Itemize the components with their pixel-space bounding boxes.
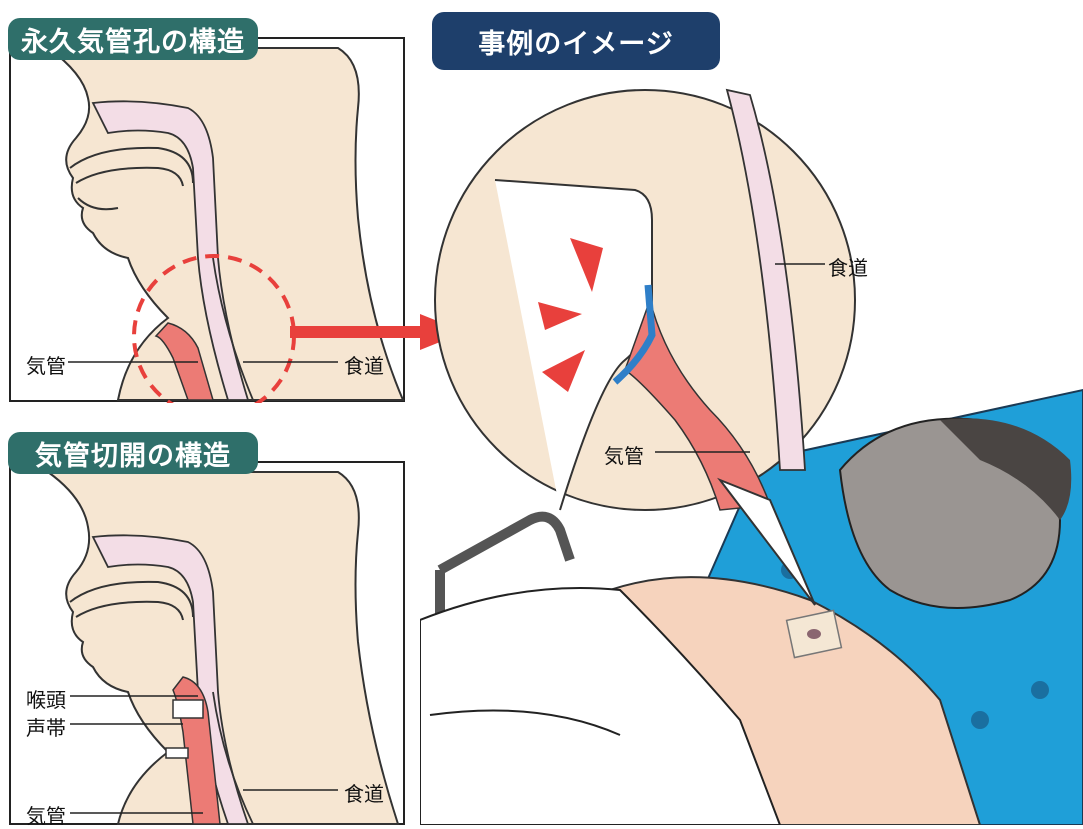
case-image-title: 事例のイメージ	[432, 12, 720, 70]
case-image-panel: 事例のイメージ 食道 気管	[420, 0, 1083, 825]
esophagus-label: 食道	[344, 350, 384, 379]
esophagus-label: 食道	[344, 778, 384, 807]
tracheostomy-illustration	[8, 432, 406, 825]
case-image-illustration	[420, 0, 1083, 825]
trachea-label: 気管	[26, 350, 66, 379]
vocal-cords-label: 声帯	[26, 712, 66, 741]
esophagus-label: 食道	[828, 252, 868, 281]
larynx-label: 喉頭	[26, 684, 66, 713]
tracheostomy-panel: 気管切開の構造 喉頭 声帯 食道 気管	[8, 432, 406, 825]
permanent-stoma-title: 永久気管孔の構造	[8, 18, 258, 60]
tracheostomy-title: 気管切開の構造	[8, 432, 258, 474]
trachea-label: 気管	[604, 440, 644, 469]
